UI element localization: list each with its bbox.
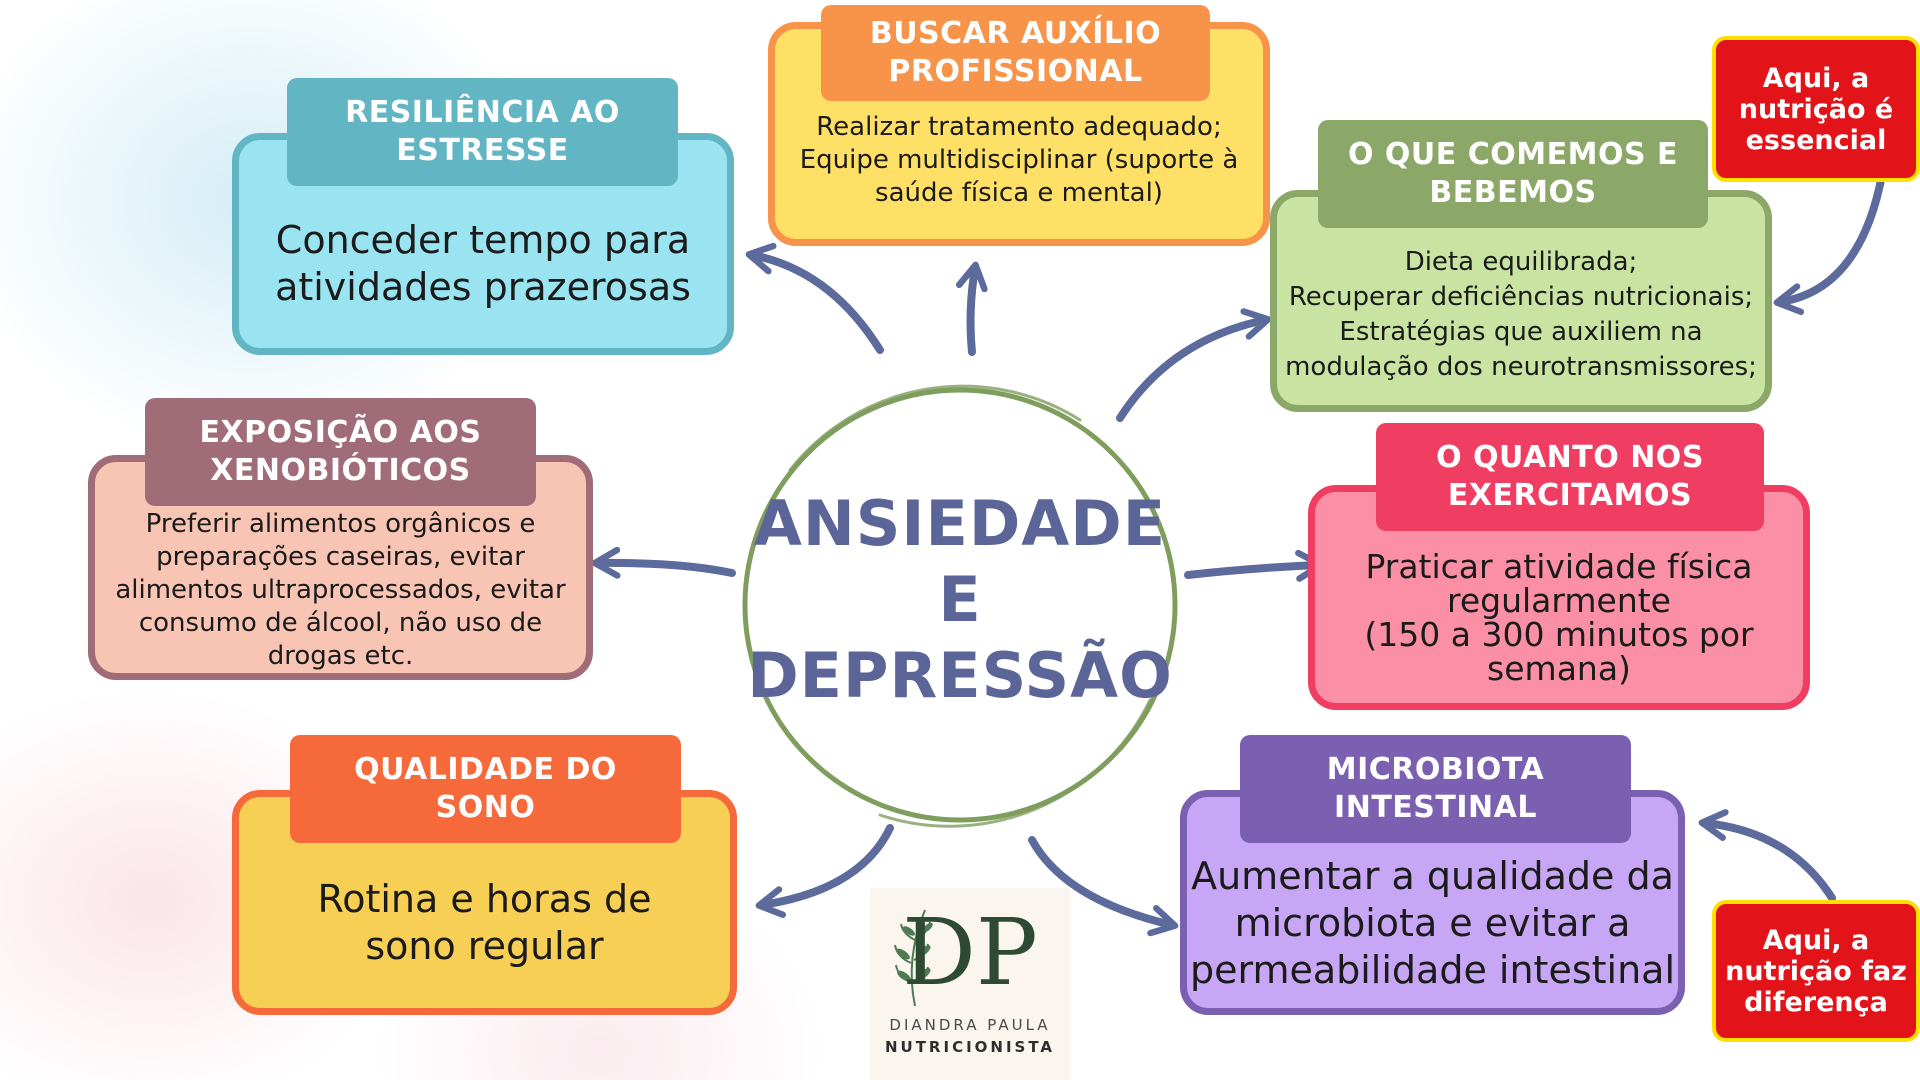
resiliencia-title: RESILIÊNCIA AO ESTRESSE <box>287 78 678 186</box>
arrow-to-comemos <box>1116 308 1272 422</box>
arrow-note-diferenca <box>1698 809 1836 902</box>
exercitamos-title: O QUANTO NOS EXERCITAMOS <box>1376 423 1764 531</box>
logo-name: DIANDRA PAULA <box>889 1016 1051 1034</box>
arrow-to-resiliencia <box>745 242 884 354</box>
arrow-to-exercitamos <box>1184 549 1325 582</box>
arrow-to-xenobioticos <box>591 546 736 579</box>
comemos-text: Dieta equilibrada; Recuperar deficiência… <box>1285 247 1757 382</box>
auxilio-title: BUSCAR AUXÍLIO PROFISSIONAL <box>821 5 1210 101</box>
logo-role: NUTRICIONISTA <box>884 1038 1056 1056</box>
arrow-to-microbiota <box>1028 836 1179 937</box>
microbiota-title: MICROBIOTA INTESTINAL <box>1240 735 1631 843</box>
xenobioticos-title: EXPOSIÇÃO AOS XENOBIÓTICOS <box>145 398 536 506</box>
sono-text: Rotina e horas de sono regular <box>317 876 652 968</box>
center-title: ANSIEDADE E DEPRESSÃO <box>747 487 1173 712</box>
center-circle <box>742 384 1178 828</box>
comemos-title: O QUE COMEMOS E BEBEMOS <box>1318 120 1708 228</box>
note-essencial: Aqui, a nutrição é essencial <box>1712 36 1920 182</box>
logo-monogram: DP <box>902 899 1038 1006</box>
exercitamos-text: Praticar atividade física regularmente (… <box>1364 546 1754 688</box>
sono-title: QUALIDADE DO SONO <box>290 735 681 843</box>
resiliencia-text: Conceder tempo para atividades prazerosa… <box>275 218 691 309</box>
xenobioticos-text: Preferir alimentos orgânicos e preparaçõ… <box>115 509 566 671</box>
arrow-to-sono <box>755 824 894 918</box>
logo-mark: DP <box>894 899 1038 1007</box>
note-diferenca: Aqui, a nutrição faz diferença <box>1712 900 1920 1042</box>
logo: DP DIANDRA PAULA NUTRICIONISTA <box>870 888 1070 1080</box>
arrow-to-auxilio <box>956 261 988 356</box>
auxilio-text: Realizar tratamento adequado; Equipe mul… <box>799 111 1239 208</box>
microbiota-text: Aumentar a qualidade da microbiota e evi… <box>1189 854 1676 992</box>
arrow-note-essencial <box>1773 171 1886 315</box>
